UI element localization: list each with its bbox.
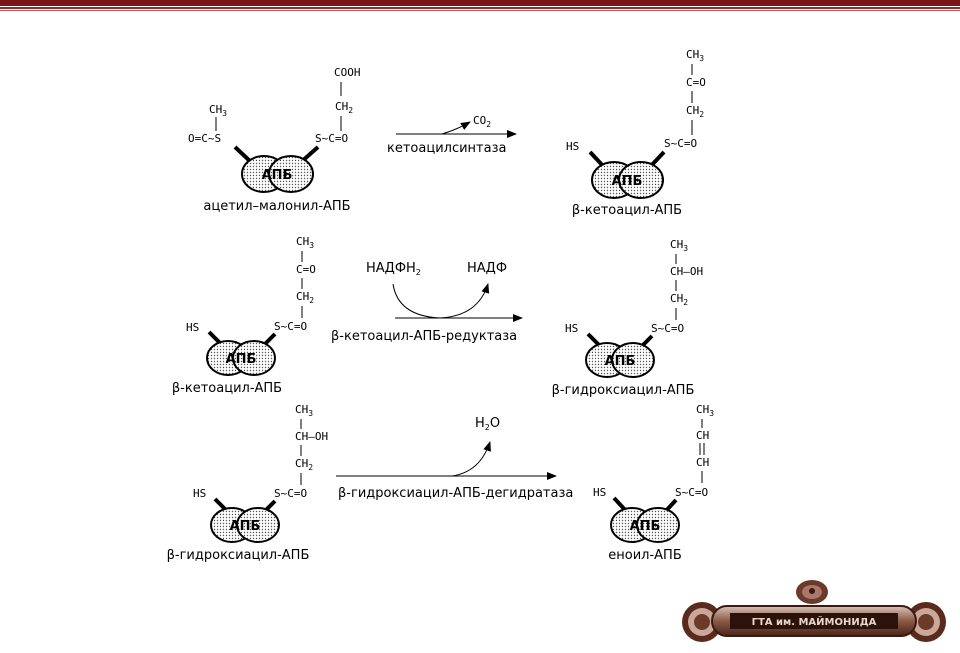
product-2-structure: CH3 CH–OH CH2 S~C=O HS АПБ β-гидроксиаци… bbox=[552, 238, 704, 398]
apb-protein-blob: АПБ bbox=[210, 507, 280, 543]
ch3-group: CH3 bbox=[686, 48, 704, 63]
product-1-name: β-кетоацил-АПБ bbox=[572, 203, 682, 218]
hs-group: HS bbox=[566, 140, 579, 153]
ch2-group: CH2 bbox=[295, 457, 313, 472]
apb-label: АПБ bbox=[605, 354, 636, 369]
ch3-group: CH3 bbox=[209, 103, 227, 118]
ch2-group: CH2 bbox=[335, 100, 353, 115]
carbonyl-group: C=O bbox=[686, 76, 706, 89]
ch3-group: CH3 bbox=[295, 403, 313, 418]
water-byproduct: H2O bbox=[475, 416, 500, 432]
ch2-group: CH2 bbox=[296, 290, 314, 305]
top-bar-band bbox=[0, 0, 960, 6]
apb-protein-blob: АПБ bbox=[585, 342, 655, 378]
malonyl-thioester: S~C=O bbox=[315, 132, 348, 145]
cooh-group: COOH bbox=[334, 66, 361, 79]
logo-text: ГТА им. МАЙМОНИДА bbox=[752, 615, 877, 628]
ch2-group: CH2 bbox=[670, 292, 688, 307]
enzyme-2-name: β-кетоацил-АПБ-редуктаза bbox=[331, 329, 517, 344]
academy-logo: ГТА им. МАЙМОНИДА bbox=[682, 580, 946, 642]
hs-group: HS bbox=[565, 322, 578, 335]
top-decorative-bar bbox=[0, 0, 960, 14]
apb-label: АПБ bbox=[612, 174, 643, 189]
thioester-group: S~C=O bbox=[664, 137, 697, 150]
ch3-group: CH3 bbox=[296, 235, 314, 250]
hs-group: HS bbox=[193, 487, 206, 500]
thioester-group: S~C=O bbox=[274, 487, 307, 500]
enzyme-1-name: кетоацилсинтаза bbox=[387, 141, 506, 156]
substrate-3-name: β-гидроксиацил-АПБ bbox=[167, 548, 310, 563]
ch3-group: CH3 bbox=[696, 403, 714, 418]
substrate-3-structure: CH3 CH–OH CH2 S~C=O HS АПБ β-гидроксиаци… bbox=[167, 403, 329, 563]
reaction-2: CH3 C=O CH2 S~C=O HS АПБ β-кетоацил-АПБ … bbox=[172, 235, 703, 398]
top-bar-thin-line bbox=[0, 10, 960, 11]
co2-byproduct: CO2 bbox=[473, 114, 491, 129]
thioester-group: S~C=O bbox=[651, 322, 684, 335]
thioester-group: S~C=O bbox=[274, 320, 307, 333]
apb-protein-blob: АПБ bbox=[241, 155, 314, 193]
product-1-structure: CH3 C=O CH2 S~C=O HS АПБ β-кетоацил-АПБ bbox=[566, 48, 706, 218]
substrate-1-name: ацетил–малонил-АПБ bbox=[203, 199, 350, 214]
acetyl-thioester: O=C~S bbox=[188, 132, 221, 145]
nadph-cofactor: НАДФН2 bbox=[366, 261, 421, 277]
product-3-structure: CH3 CH CH S~C=O HS АПБ еноил-АПБ bbox=[593, 403, 714, 563]
hs-group: HS bbox=[593, 486, 606, 499]
reaction-1: CH3 O=C~S COOH CH2 S~C=O АПБ ацетил–мало… bbox=[188, 48, 706, 218]
substrate-1-structure: CH3 O=C~S COOH CH2 S~C=O АПБ ацетил–мало… bbox=[188, 66, 361, 214]
ch3-group: CH3 bbox=[670, 238, 688, 253]
ch2-group: CH2 bbox=[686, 104, 704, 119]
enzyme-3-name: β-гидроксиацил-АПБ-дегидратаза bbox=[338, 486, 573, 501]
ch-group: CH bbox=[696, 456, 709, 469]
reaction-3: CH3 CH–OH CH2 S~C=O HS АПБ β-гидроксиаци… bbox=[167, 403, 715, 563]
hs-group: HS bbox=[186, 321, 199, 334]
thioester-group: S~C=O bbox=[675, 486, 708, 499]
apb-label: АПБ bbox=[630, 519, 661, 534]
nadp-cofactor: НАДФ bbox=[467, 261, 507, 276]
apb-label: АПБ bbox=[262, 168, 293, 183]
hydroxyl-group: CH–OH bbox=[670, 265, 703, 278]
apb-label: АПБ bbox=[226, 352, 257, 367]
substrate-2-structure: CH3 C=O CH2 S~C=O HS АПБ β-кетоацил-АПБ bbox=[172, 235, 316, 396]
top-bar-line bbox=[0, 7, 960, 9]
hydroxyl-group: CH–OH bbox=[295, 430, 328, 443]
product-3-name: еноил-АПБ bbox=[608, 548, 682, 563]
right-rosette-icon bbox=[906, 602, 946, 642]
carbonyl-group: C=O bbox=[296, 263, 316, 276]
product-2-name: β-гидроксиацил-АПБ bbox=[552, 383, 695, 398]
apb-protein-blob: АПБ bbox=[610, 507, 680, 543]
apb-protein-blob: АПБ bbox=[591, 161, 664, 199]
substrate-2-name: β-кетоацил-АПБ bbox=[172, 381, 282, 396]
ch-group: CH bbox=[696, 429, 709, 442]
apb-label: АПБ bbox=[230, 519, 261, 534]
left-rosette-icon bbox=[682, 602, 722, 642]
crest-icon bbox=[796, 580, 828, 604]
apb-protein-blob: АПБ bbox=[206, 340, 276, 376]
